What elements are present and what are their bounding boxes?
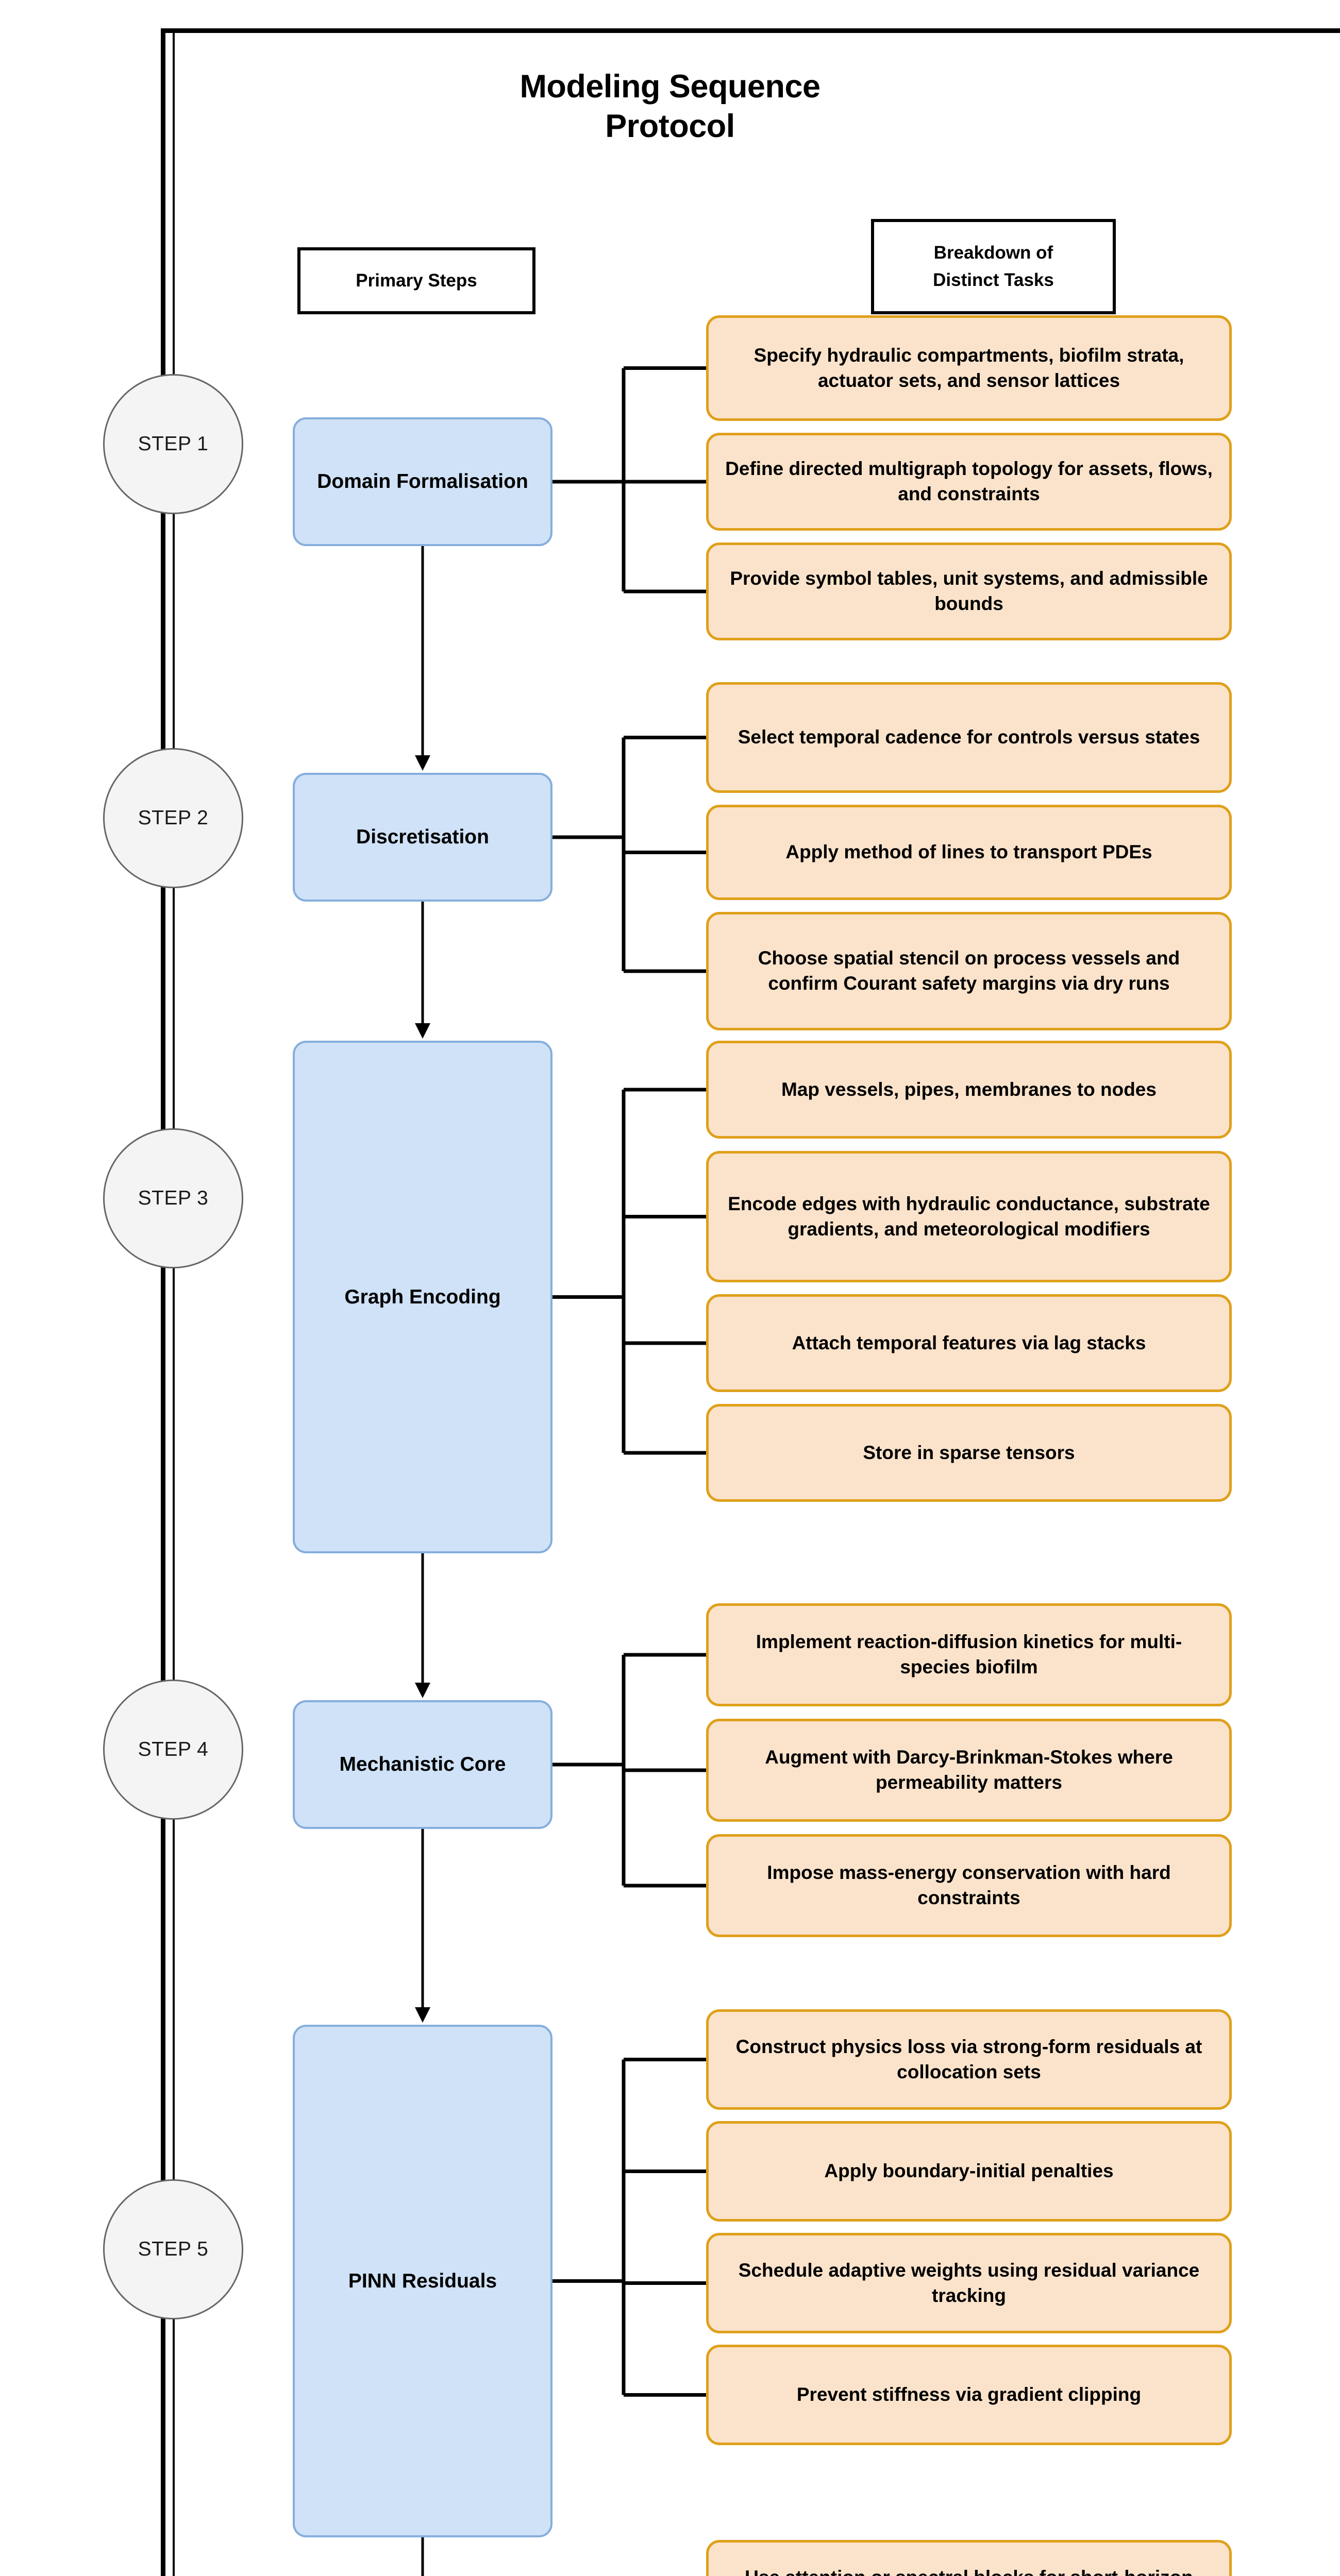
step-marker-2[interactable]: STEP 2 <box>103 748 243 888</box>
task-node-2-2[interactable]: Apply method of lines to transport PDEs <box>706 805 1232 900</box>
task-node-label: Apply method of lines to transport PDEs <box>785 841 1152 863</box>
step-node-2[interactable]: Discretisation <box>293 773 552 902</box>
step-node-label: Graph Encoding <box>344 1285 501 1308</box>
flow-arrow-head-2 <box>415 755 430 771</box>
task-node-label: Augment with Darcy-Brinkman-Stokes where… <box>765 1747 1173 1793</box>
task-node-4-2[interactable]: Augment with Darcy-Brinkman-Stokes where… <box>706 1719 1232 1822</box>
task-node-label: Choose spatial stencil on process vessel… <box>758 947 1180 994</box>
step-marker-label: STEP 4 <box>138 1738 209 1760</box>
step-node-4[interactable]: Mechanistic Core <box>293 1700 552 1829</box>
flow-arrow-head-5 <box>415 2007 430 2023</box>
column-header-distinct-tasks: Breakdown of Distinct Tasks <box>871 219 1116 314</box>
step-marker-label: STEP 2 <box>138 807 209 829</box>
task-node-label: Define directed multigraph topology for … <box>725 458 1213 504</box>
task-node-label: Prevent stiffness via gradient clipping <box>796 2384 1142 2405</box>
task-node-label: Select temporal cadence for controls ver… <box>738 726 1200 748</box>
task-node-4-1[interactable]: Implement reaction-diffusion kinetics fo… <box>706 1603 1232 1706</box>
flow-arrow-head-4 <box>415 1683 430 1698</box>
column-header-tasks-line-2: Distinct Tasks <box>933 269 1054 290</box>
column-header-primary-steps: Primary Steps <box>297 247 535 314</box>
step-marker-5[interactable]: STEP 5 <box>103 2179 243 2319</box>
task-node-label: Apply boundary-initial penalties <box>824 2160 1114 2182</box>
task-node-label: Encode edges with hydraulic conductance,… <box>728 1193 1210 1240</box>
task-node-1-3[interactable]: Provide symbol tables, unit systems, and… <box>706 543 1232 640</box>
column-header-distinct-tasks-text: Breakdown of Distinct Tasks <box>933 240 1054 294</box>
task-node-5-4[interactable]: Prevent stiffness via gradient clipping <box>706 2345 1232 2445</box>
step-marker-label: STEP 5 <box>138 2238 209 2260</box>
step-node-label: Discretisation <box>356 826 489 848</box>
step-marker-3[interactable]: STEP 3 <box>103 1128 243 1268</box>
step-marker-4[interactable]: STEP 4 <box>103 1680 243 1820</box>
page-title: Modeling Sequence Protocol <box>330 67 1010 146</box>
step-marker-label: STEP 3 <box>138 1187 209 1209</box>
task-node-2-3[interactable]: Choose spatial stencil on process vessel… <box>706 912 1232 1030</box>
task-node-5-1[interactable]: Construct physics loss via strong-form r… <box>706 2009 1232 2110</box>
page-title-line-2: Protocol <box>605 108 735 144</box>
task-node-label: Specify hydraulic compartments, biofilm … <box>753 344 1184 391</box>
step-node-label: Domain Formalisation <box>317 470 528 493</box>
column-header-primary-steps-label: Primary Steps <box>356 270 477 291</box>
flow-arrow-head-3 <box>415 1023 430 1039</box>
task-node-5-3[interactable]: Schedule adaptive weights using residual… <box>706 2233 1232 2333</box>
page-title-line-1: Modeling Sequence <box>520 69 820 105</box>
task-node-label: Impose mass-energy conservation with har… <box>767 1862 1171 1908</box>
task-node-label: Attach temporal features via lag stacks <box>792 1332 1146 1353</box>
task-node-label: Construct physics loss via strong-form r… <box>735 2036 1202 2082</box>
task-node-6-1[interactable]: Use attention or spectral blocks for sho… <box>706 2540 1232 2576</box>
task-node-4-3[interactable]: Impose mass-energy conservation with har… <box>706 1834 1232 1937</box>
task-node-label: Schedule adaptive weights using residual… <box>738 2259 1200 2306</box>
task-node-1-2[interactable]: Define directed multigraph topology for … <box>706 433 1232 531</box>
task-node-3-1[interactable]: Map vessels, pipes, membranes to nodes <box>706 1041 1232 1139</box>
step-node-label: Mechanistic Core <box>339 1753 506 1775</box>
task-node-5-2[interactable]: Apply boundary-initial penalties <box>706 2121 1232 2222</box>
step-node-3[interactable]: Graph Encoding <box>293 1041 552 1553</box>
task-node-1-1[interactable]: Specify hydraulic compartments, biofilm … <box>706 315 1232 421</box>
task-node-label: Store in sparse tensors <box>863 1442 1075 1463</box>
step-node-1[interactable]: Domain Formalisation <box>293 417 552 546</box>
task-node-2-1[interactable]: Select temporal cadence for controls ver… <box>706 682 1232 793</box>
column-header-tasks-line-1: Breakdown of <box>933 243 1053 263</box>
step-marker-label: STEP 1 <box>138 433 209 455</box>
task-node-3-2[interactable]: Encode edges with hydraulic conductance,… <box>706 1151 1232 1282</box>
task-node-3-4[interactable]: Store in sparse tensors <box>706 1404 1232 1502</box>
task-node-3-3[interactable]: Attach temporal features via lag stacks <box>706 1294 1232 1392</box>
task-node-label: Implement reaction-diffusion kinetics fo… <box>756 1631 1182 1677</box>
task-node-label: Provide symbol tables, unit systems, and… <box>730 568 1208 614</box>
task-node-label: Map vessels, pipes, membranes to nodes <box>781 1078 1157 1100</box>
step-node-label: PINN Residuals <box>348 2269 497 2292</box>
step-marker-1[interactable]: STEP 1 <box>103 374 243 514</box>
task-node-label: Use attention or spectral blocks for sho… <box>722 2565 1216 2576</box>
step-node-5[interactable]: PINN Residuals <box>293 2025 552 2537</box>
